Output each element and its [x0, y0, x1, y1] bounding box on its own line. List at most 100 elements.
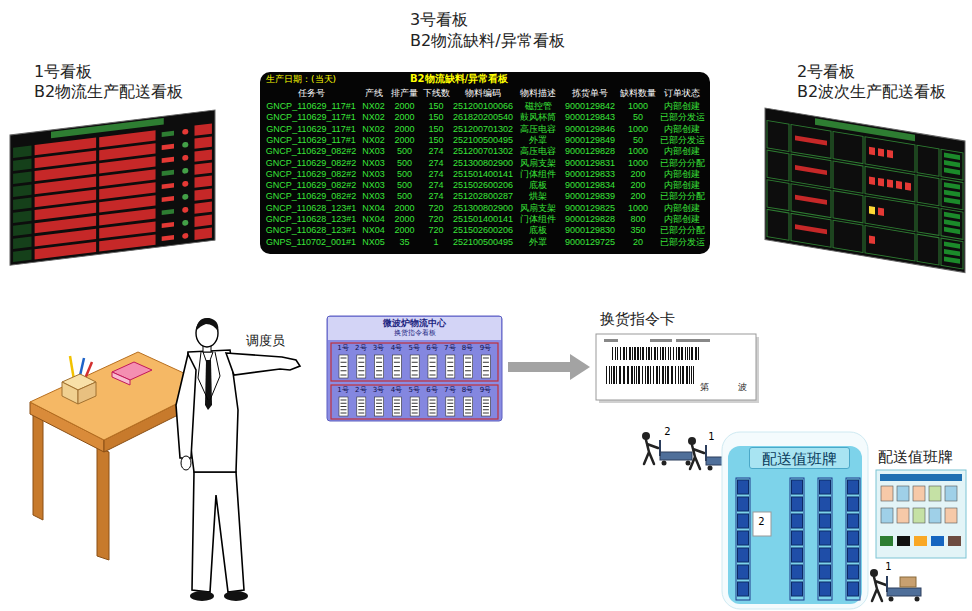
barcode-tick: [358, 406, 364, 407]
screen-frame: [765, 108, 965, 273]
table-cell: 274: [421, 146, 451, 157]
rack-bin: [848, 565, 859, 579]
status-dot: [182, 168, 188, 174]
barcode-bar: [687, 347, 688, 360]
barcode-bar: [611, 366, 612, 384]
rack-bin: [792, 548, 803, 562]
man-arm: [176, 354, 196, 458]
barcode-tick: [358, 358, 364, 359]
man-shoe: [224, 591, 248, 601]
rack-column: [790, 478, 804, 600]
screen-cell: [865, 196, 915, 232]
rack-bin: [820, 497, 831, 511]
barcode-tick: [376, 358, 382, 359]
table-cell: 磁控管: [515, 101, 561, 112]
desk-leg: [97, 448, 109, 560]
table-cell: 274: [421, 180, 451, 191]
cart-handle: [659, 440, 661, 456]
status-dot: [182, 194, 188, 200]
table-cell: 已部分分配: [657, 225, 707, 236]
table-cell: GNCP_110629_117#1: [263, 112, 359, 123]
table-cell: 9000129834: [561, 180, 619, 191]
screen-cell: [795, 165, 827, 175]
node-text: B2物流生产配送看板: [34, 82, 183, 101]
wave-marker: [878, 207, 884, 216]
barcode-bar: [619, 366, 621, 384]
instruction-card-slot: [464, 397, 473, 416]
cart-handle: [886, 576, 888, 592]
screen-cell: [195, 123, 212, 135]
barcode-tick: [376, 375, 382, 376]
barcode-tick: [447, 409, 453, 410]
barcode-tick: [447, 366, 453, 367]
screen-cell: [944, 190, 960, 197]
screen-cell: [162, 170, 174, 176]
status-dot: [182, 129, 188, 135]
table-cell: 已部分分配: [657, 191, 707, 202]
barcode-tick: [341, 358, 347, 359]
table-cell: 150: [421, 124, 451, 135]
table-cell: 720: [421, 214, 451, 225]
barcode-tick: [341, 362, 347, 363]
staff-photo: [945, 486, 957, 501]
barcode-tick: [394, 362, 400, 363]
barcode-tick: [358, 362, 364, 363]
wave-marker: [869, 206, 875, 215]
rack-bin: [848, 531, 859, 545]
rack-bin: [848, 548, 859, 562]
node-title: 1号看板: [34, 62, 92, 81]
man-hair: [196, 318, 218, 332]
table-cell: 500: [388, 169, 421, 180]
slot-number: 5号: [406, 344, 422, 352]
barcode-bar: [691, 366, 692, 384]
barcode-tick: [483, 403, 489, 404]
barcode-tick: [376, 366, 382, 367]
status-dot: [182, 220, 188, 226]
table-cell: 9000129830: [561, 225, 619, 236]
staff-photo: [897, 508, 909, 523]
card-text: 波: [736, 382, 748, 393]
barcode-bar: [693, 366, 694, 384]
table-cell: 251300802900: [451, 203, 515, 214]
table-cell: 底板: [515, 180, 561, 191]
slot-number: 3号: [371, 344, 387, 352]
table-cell: 内部创建: [657, 180, 707, 191]
table-cell: 9000129842: [561, 101, 619, 112]
table-cell: 251200701302: [451, 146, 515, 157]
man-tie: [205, 360, 212, 410]
instruction-card-slot: [375, 355, 384, 378]
table-cell: 2000: [388, 203, 421, 214]
barcode-tick: [376, 400, 382, 401]
instruction-card-slot: [357, 397, 366, 416]
table-cell: 261820200540: [451, 112, 515, 123]
slot-number: 8号: [460, 386, 476, 394]
rack-bin: [792, 565, 803, 579]
barcode-tick: [394, 413, 400, 414]
table-cell: 35: [388, 237, 421, 248]
node-text: B2物流缺料/异常看板: [410, 31, 565, 50]
card-text: 第: [698, 382, 710, 393]
barcode-tick: [412, 375, 418, 376]
screen-cell: [791, 213, 831, 247]
table-cell: 500: [388, 180, 421, 191]
table-cell: 9000129849: [561, 135, 619, 146]
instruction-card-slot: [481, 397, 490, 416]
barcode-tick: [341, 400, 347, 401]
table-cell: GNCP_110629_082#2: [263, 169, 359, 180]
wave-marker: [869, 236, 875, 245]
wave-marker: [887, 150, 893, 159]
table-header: 物料编码: [451, 88, 515, 99]
kanban-title-band: [328, 317, 501, 340]
table-cell: NX04: [359, 203, 388, 214]
table-cell: 200: [619, 180, 657, 191]
instruction-board: 微波炉物流中心换货指令看板: [327, 316, 502, 421]
screen-cell: [944, 219, 960, 226]
barcode-tick: [394, 366, 400, 367]
rack-bin: [738, 497, 749, 511]
table-cell: GNPS_110702_001#1: [263, 237, 359, 248]
table-header: 下线数: [421, 88, 451, 99]
table-cell: 9000129725: [561, 237, 619, 248]
barcode-tick: [465, 375, 471, 376]
duty-icon: [931, 536, 944, 546]
instruction-card-slot: [357, 355, 366, 378]
